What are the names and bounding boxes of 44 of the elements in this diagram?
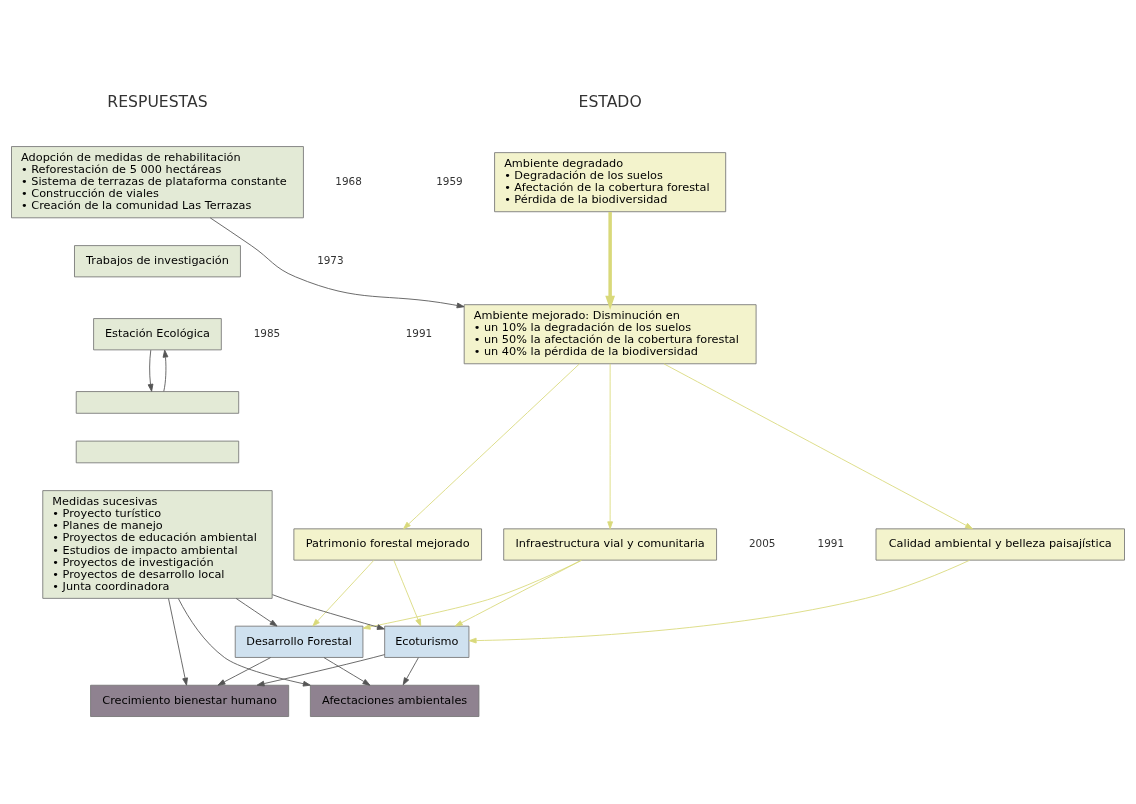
arrow — [177, 598, 311, 687]
node-box: Patrimonio forestal mejorado — [293, 528, 482, 561]
label: 1991 — [817, 537, 845, 550]
label: 1985 — [253, 326, 281, 339]
arrow — [162, 349, 169, 392]
node-box — [75, 391, 240, 414]
node-box: Trabajos de investigación — [74, 245, 241, 278]
node-box: Medidas sucesivas • Proyecto turístico • Planes de manejo • Proyectos de educación ambiental • Estudios de impacto ambiental • Proyectos de investigación • Proyectos de desarrollo local • Junta coordinadora — [42, 490, 273, 599]
arrow — [362, 559, 582, 630]
node-box: Ecoturismo — [384, 625, 470, 658]
node-box: Estación Ecológica — [93, 318, 222, 351]
arrow — [323, 657, 371, 686]
arrow — [663, 363, 973, 530]
label: 1973 — [317, 253, 344, 266]
node-box: Ambiente degradado • Degradación de los suelos • Afectación de la cobertura forestal • Pérdida de la biodiversidad — [494, 152, 727, 213]
label: 2005 — [748, 537, 776, 550]
label: RESPUESTAS — [107, 91, 208, 111]
node-box: Calidad ambiental y belleza paisajística — [875, 528, 1125, 561]
node-box: Ambiente mejorado: Disminución en • un 10% la degradación de los suelos • un 50% la afectación de la cobertura forestal • un 40% la pérdida de la biodiversidad — [463, 304, 757, 365]
node-box: Adopción de medidas de rehabilitación • Reforestación de 5 000 hectáreas • Sistema de terrazas de plataforma constante • Construcción de viales • Creación de la comunidad Las Terrazas — [11, 146, 304, 219]
arrow — [235, 598, 278, 627]
arrow — [272, 594, 385, 630]
node-box — [75, 440, 240, 464]
node-box: Crecimiento bienestar humano — [90, 684, 290, 717]
arrow — [256, 654, 386, 687]
arrow — [393, 559, 422, 627]
arrow — [402, 657, 419, 686]
node-box: Afectaciones ambientales — [309, 684, 480, 717]
label: 1968 — [335, 174, 362, 187]
label: 1991 — [405, 326, 433, 339]
label: 1959 — [436, 174, 463, 187]
arrow — [168, 598, 188, 686]
arrow — [403, 363, 580, 530]
node-box: Infraestructura vial y comunitaria — [503, 528, 717, 561]
arrow — [454, 559, 582, 627]
arrow — [217, 657, 272, 686]
arrow — [468, 559, 971, 644]
arrow — [605, 212, 616, 310]
node-box: Desarrollo Forestal — [234, 625, 364, 658]
arrow — [312, 559, 375, 627]
arrow — [209, 217, 465, 309]
arrow — [147, 349, 154, 392]
label: ESTADO — [578, 91, 642, 111]
arrow — [607, 363, 613, 530]
